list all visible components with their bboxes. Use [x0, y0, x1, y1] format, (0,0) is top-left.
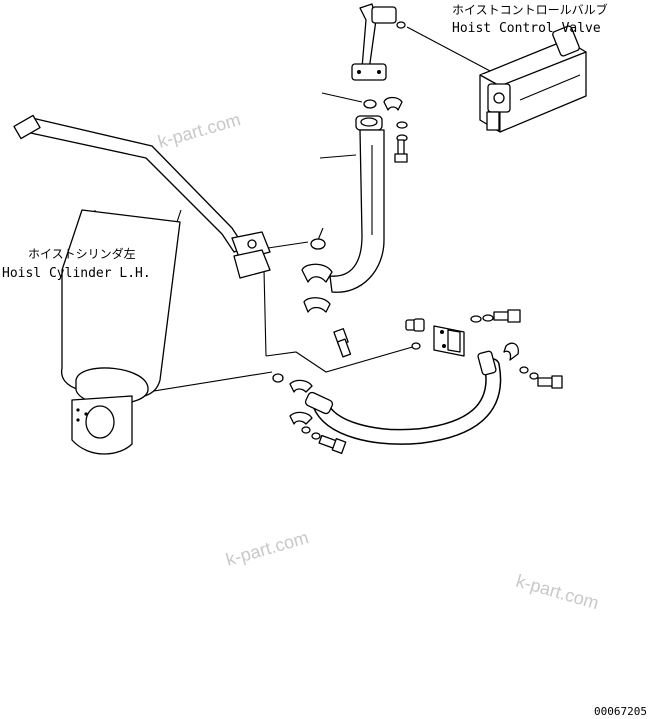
split-flange-icon-6 — [289, 411, 313, 425]
hoist-cylinder-label-en: Hoisl Cylinder L.H. — [2, 266, 151, 281]
watermark-4: k-part.com — [514, 571, 601, 614]
o-ring-icon-4 — [272, 373, 284, 383]
hoist-control-valve — [479, 25, 587, 133]
split-flange-icon-3 — [303, 297, 331, 313]
valve-outlet-pipe — [351, 3, 397, 81]
washer-icon — [396, 121, 408, 129]
bolt-icon-3 — [470, 309, 521, 323]
connector-icon — [405, 318, 425, 332]
bolt-icon-2 — [333, 328, 352, 358]
hoist-control-valve-label-en: Hoist Control Valve — [452, 21, 601, 36]
hoist-cylinder — [60, 209, 181, 455]
upper-hose — [329, 129, 385, 293]
lower-hose — [304, 350, 502, 445]
bolt-icon-4 — [519, 366, 563, 389]
split-flange-icon-4 — [503, 342, 519, 361]
hoist-control-valve-label-jp: ホイストコントロールバルブ — [452, 2, 608, 17]
o-ring-icon — [363, 99, 377, 109]
hose-flange-head — [355, 115, 383, 131]
split-flange-icon — [383, 96, 403, 111]
watermark-3: k-part.com — [224, 527, 311, 570]
watermark-1: k-part.com — [156, 109, 243, 152]
drawing-number: 00067205 — [594, 705, 647, 718]
o-ring-icon-3 — [411, 342, 421, 350]
bolt-icon — [394, 139, 408, 163]
o-ring-top-icon — [396, 21, 406, 29]
manifold-block — [433, 325, 465, 357]
split-flange-icon-2 — [301, 263, 333, 283]
hoist-cylinder-label-jp: ホイストシリンダ左 — [28, 246, 136, 261]
split-flange-icon-5 — [289, 379, 313, 393]
cylinder-pipe — [13, 114, 271, 279]
o-ring-icon-2 — [310, 238, 326, 250]
bolt-icon-5 — [301, 426, 347, 454]
